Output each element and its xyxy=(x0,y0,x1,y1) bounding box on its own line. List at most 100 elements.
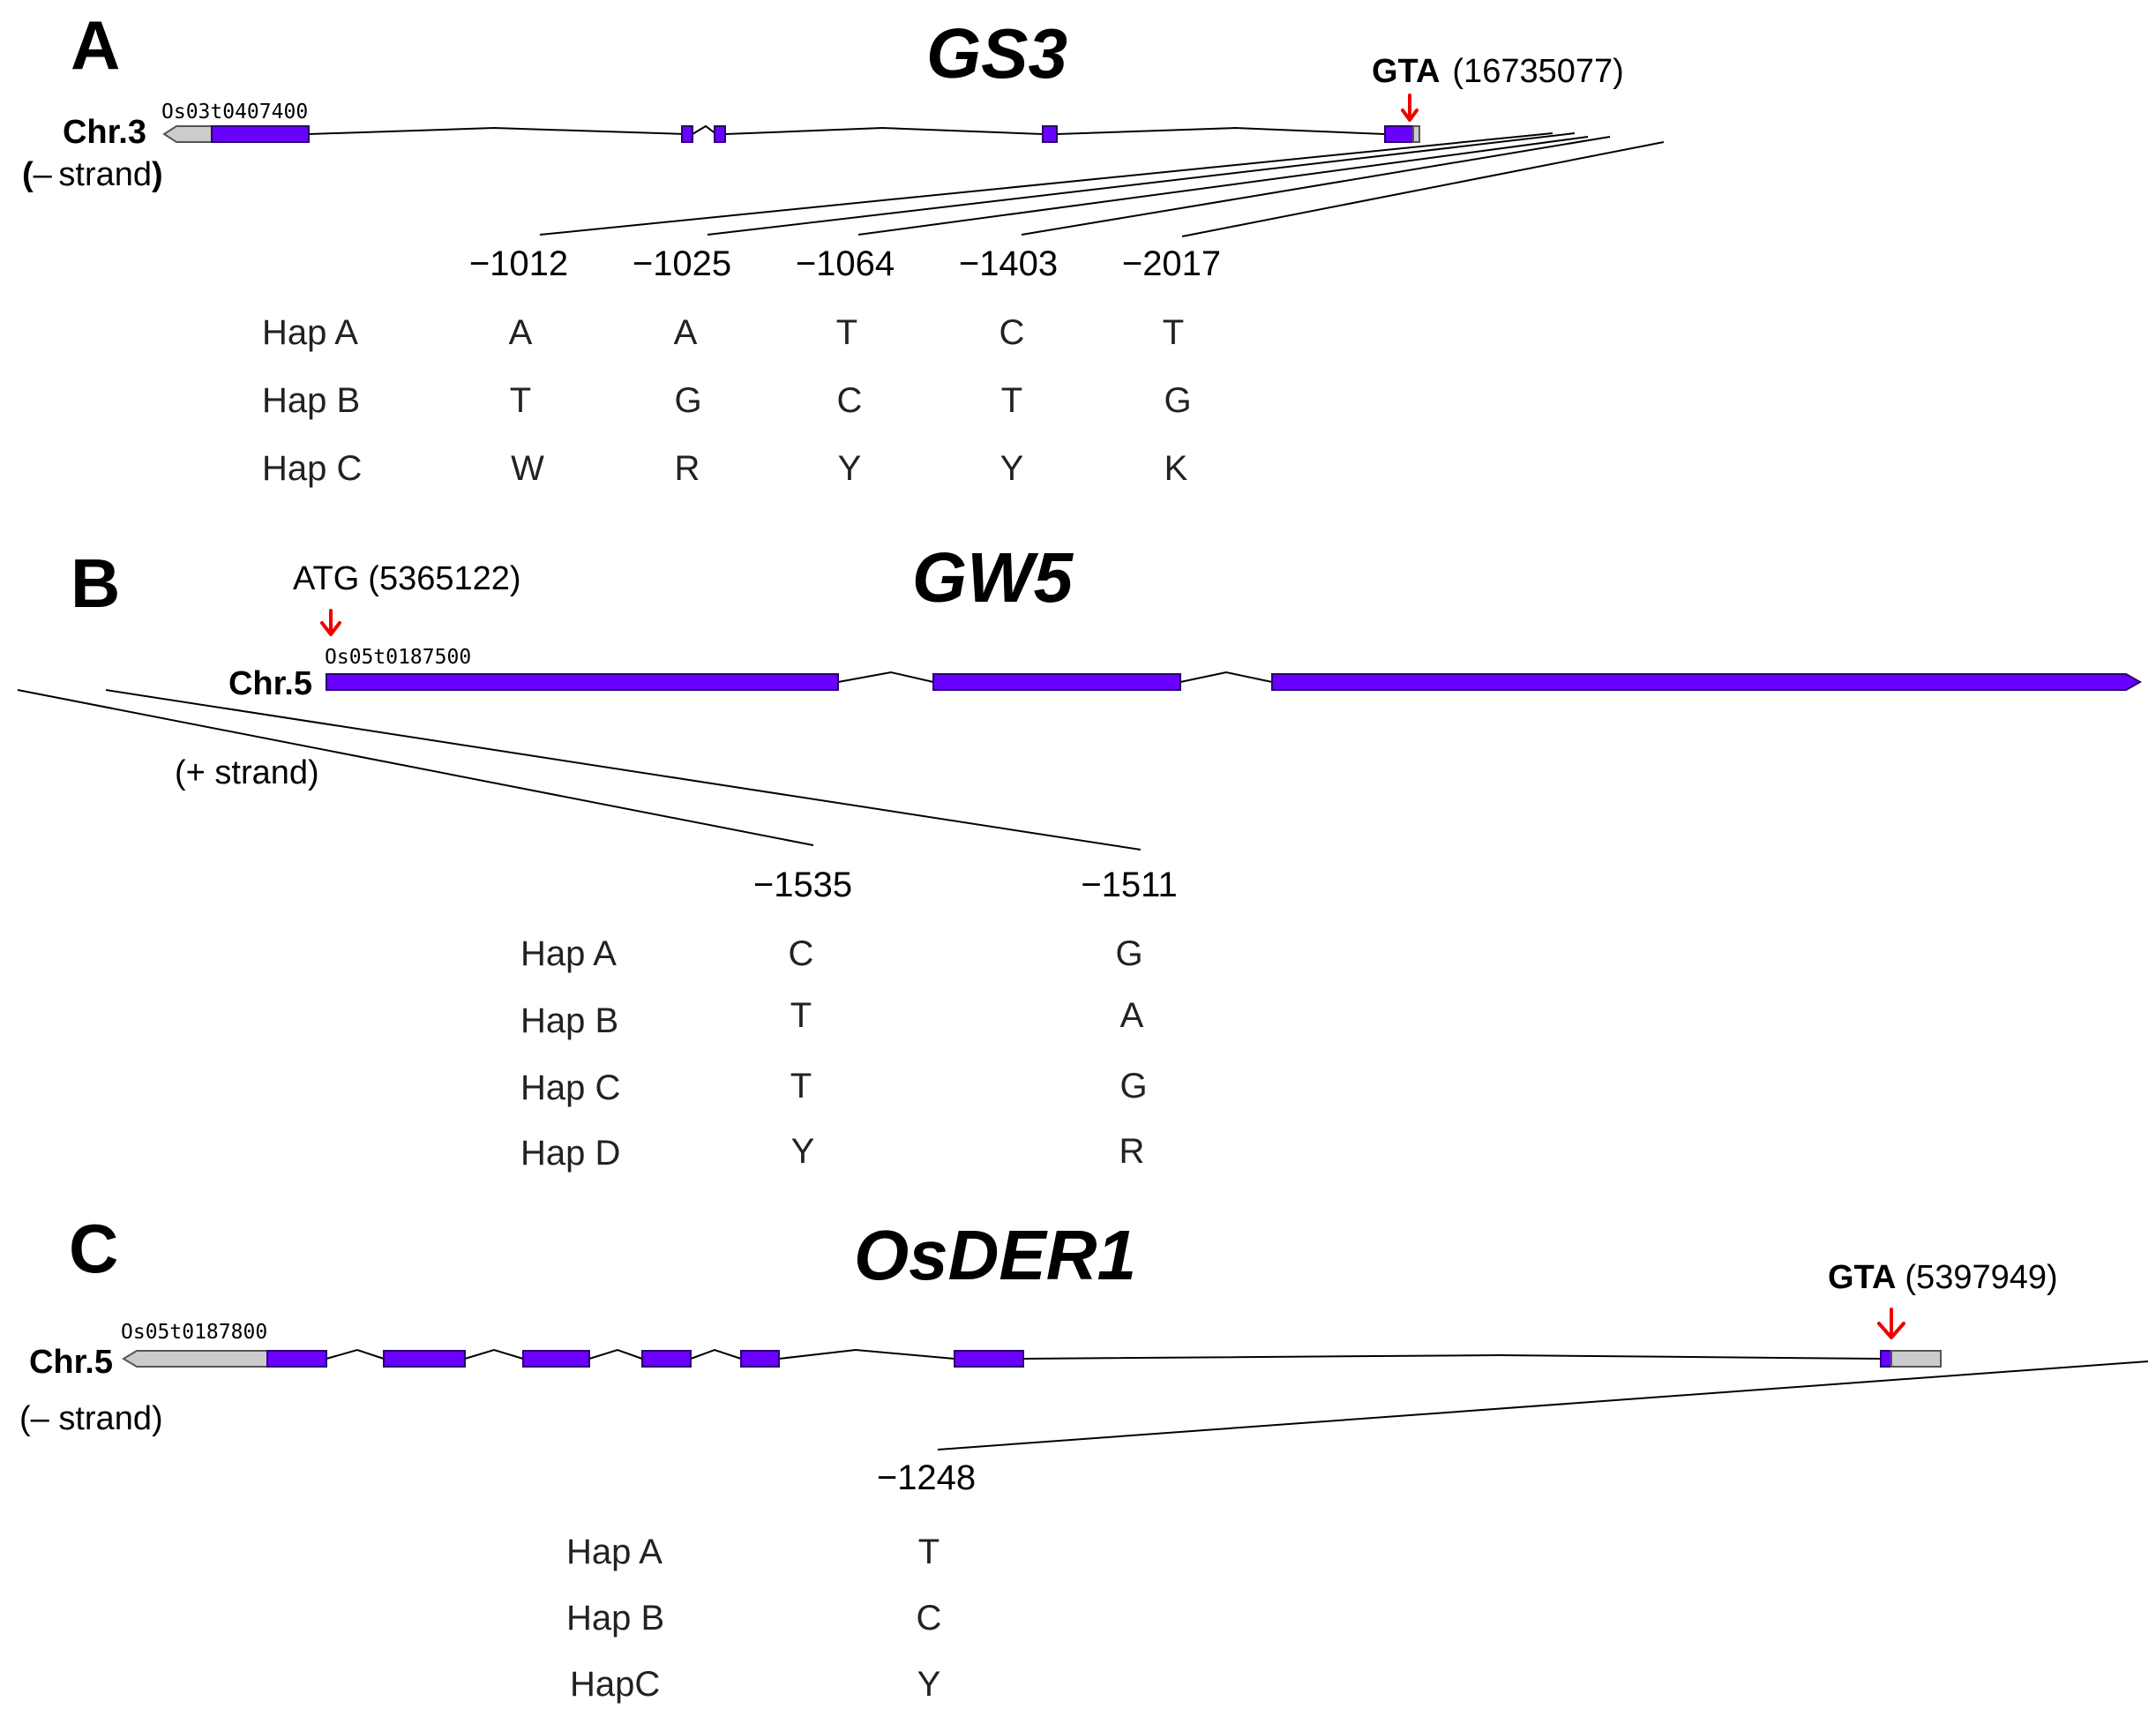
allele: A xyxy=(1120,996,1144,1035)
panel-c-chromosome-label: Chr.5 xyxy=(29,1344,113,1381)
allele: C xyxy=(999,313,1025,352)
snp-position: −1012 xyxy=(469,244,568,283)
leader-line xyxy=(105,689,1142,851)
snp-position: −1064 xyxy=(796,244,895,283)
exon xyxy=(1271,673,2143,691)
exon xyxy=(932,673,1181,691)
allele: G xyxy=(674,381,701,420)
leader-line xyxy=(539,132,1553,236)
exon xyxy=(641,1350,692,1368)
intron xyxy=(326,1348,385,1360)
panel-a-site-position: (16735077) xyxy=(1452,53,1623,90)
panel-c-gene-title: OsDER1 xyxy=(854,1216,1136,1294)
allele: C xyxy=(837,381,863,420)
exon xyxy=(1042,125,1058,143)
haplotype-label: Hap C xyxy=(520,1068,620,1107)
panel-b-site-codon: ATG xyxy=(293,560,359,597)
allele: W xyxy=(511,449,544,488)
leader-line xyxy=(17,689,814,846)
panel-c-strand-label: (– strand) xyxy=(19,1400,163,1437)
panel-b-strand-label: (+ strand) xyxy=(175,754,319,791)
red-down-arrow-icon xyxy=(320,609,341,636)
haplotype-label: Hap A xyxy=(566,1533,663,1571)
panel-a-letter: A xyxy=(71,6,120,84)
panel-b-gene-model xyxy=(326,671,2143,691)
utr-3prime xyxy=(162,125,213,143)
allele: Y xyxy=(838,449,862,488)
allele: G xyxy=(1164,381,1191,420)
leader-line xyxy=(857,136,1589,236)
haplotype-label: Hap A xyxy=(520,934,617,973)
allele: Y xyxy=(791,1132,815,1171)
panel-b-gene-id: Os05t0187500 xyxy=(325,646,471,669)
panel-b-snp-table: −1535 −1511 Hap A C G Hap B T A Hap C T … xyxy=(520,866,1178,1173)
allele: T xyxy=(918,1533,940,1571)
snp-position: −1511 xyxy=(1081,866,1177,904)
panel-c-letter: C xyxy=(69,1210,118,1287)
allele: T xyxy=(790,1067,812,1106)
panel-b-start-site-label: ATG(5365122) xyxy=(293,560,521,597)
allele: T xyxy=(510,381,531,420)
red-down-arrow-icon xyxy=(1877,1308,1905,1339)
exon xyxy=(681,125,693,143)
intron xyxy=(692,124,717,135)
panel-c-gene-model xyxy=(122,1348,1942,1368)
allele: T xyxy=(836,313,857,352)
leader-line xyxy=(1021,136,1611,236)
allele: T xyxy=(1163,313,1184,352)
allele: A xyxy=(674,313,698,352)
utr-5prime xyxy=(1412,125,1420,143)
haplotype-label: Hap B xyxy=(520,1001,618,1040)
snp-position: −1025 xyxy=(633,244,731,283)
snp-position: −1535 xyxy=(753,866,852,904)
panel-c: C OsDER1 GTA(5397949) Os05t0187800 Chr.5… xyxy=(19,1210,2149,1704)
exon xyxy=(211,125,310,143)
allele: K xyxy=(1164,449,1188,488)
exon xyxy=(740,1350,780,1368)
panel-b: B GW5 ATG(5365122) Os05t0187500 Chr.5 (+… xyxy=(17,538,2143,1173)
leader-line xyxy=(707,132,1576,236)
allele: Y xyxy=(1000,449,1024,488)
leader-line xyxy=(1181,141,1665,237)
panel-a-gene-title: GS3 xyxy=(926,14,1067,93)
haplotype-label: Hap C xyxy=(262,449,362,488)
intron xyxy=(724,126,1044,135)
allele: A xyxy=(509,313,533,352)
allele: G xyxy=(1115,934,1142,973)
exon xyxy=(1384,125,1414,143)
intron xyxy=(778,1348,955,1360)
panel-b-site-position: (5365122) xyxy=(368,560,520,597)
panel-b-leader-lines xyxy=(17,689,1142,851)
exon xyxy=(522,1350,590,1368)
intron xyxy=(837,671,934,683)
exon xyxy=(383,1350,466,1368)
panel-a-start-site-label: GTA(16735077) xyxy=(1372,53,1624,90)
intron xyxy=(690,1348,742,1360)
allele: C xyxy=(789,934,814,973)
panel-a-strand-text: – strand xyxy=(34,156,152,193)
exon xyxy=(714,125,726,143)
snp-position: −2017 xyxy=(1122,244,1221,283)
panel-a-snp-table: −1012 −1025 −1064 −1403 −2017 Hap A A A … xyxy=(262,244,1221,488)
allele: T xyxy=(790,996,812,1035)
exon xyxy=(1880,1350,1892,1368)
intron xyxy=(588,1348,643,1360)
panel-a-leader-lines xyxy=(539,132,1665,237)
allele: R xyxy=(675,449,700,488)
panel-c-site-position: (5397949) xyxy=(1905,1259,2057,1296)
allele: T xyxy=(1001,381,1022,420)
intron xyxy=(1179,671,1273,683)
panel-b-letter: B xyxy=(71,544,120,622)
panel-a-gene-id: Os03t0407400 xyxy=(161,101,308,124)
utr-5prime xyxy=(1890,1350,1942,1368)
haplotype-label: Hap B xyxy=(262,381,360,420)
haplotype-label: Hap A xyxy=(262,313,358,352)
intron xyxy=(1056,126,1386,135)
haplotype-label: Hap D xyxy=(520,1134,620,1173)
haplotype-label: Hap B xyxy=(566,1599,664,1638)
panel-c-start-site-label: GTA(5397949) xyxy=(1828,1259,2058,1296)
exon xyxy=(954,1350,1024,1368)
utr-3prime xyxy=(122,1350,268,1368)
panel-a-strand-label: (– strand) xyxy=(22,156,163,193)
allele: G xyxy=(1119,1067,1147,1106)
